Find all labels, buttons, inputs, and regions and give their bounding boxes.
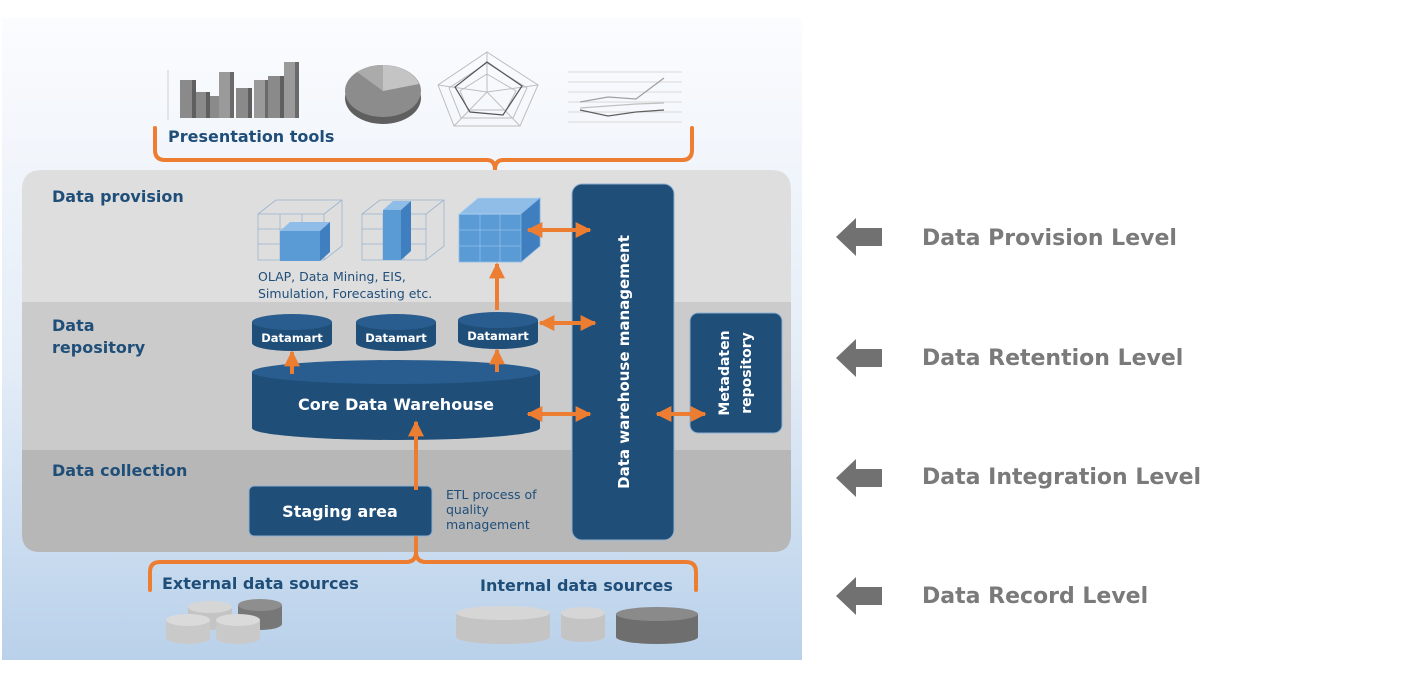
radar-chart-icon bbox=[437, 51, 539, 127]
bar-chart-icon bbox=[167, 62, 299, 120]
left-arrow-icon bbox=[836, 339, 882, 377]
internal-sources-label: Internal data sources bbox=[480, 576, 673, 595]
internal-source-cylinders bbox=[456, 606, 698, 644]
left-arrow-icon bbox=[836, 218, 882, 256]
presentation-brace bbox=[153, 126, 694, 180]
datamart-label-1: Datamart bbox=[261, 331, 323, 345]
metadata-label-line2: repository bbox=[739, 332, 755, 414]
dwh-management-box: Data warehouse management bbox=[571, 183, 675, 541]
layer-title-repository-line2: repository bbox=[52, 338, 146, 357]
datamart-label-3: Datamart bbox=[467, 329, 529, 343]
presentation-tools-label: Presentation tools bbox=[168, 127, 334, 146]
staging-area: Staging area bbox=[248, 485, 433, 537]
external-sources-label: External data sources bbox=[162, 574, 359, 593]
level-label-integration: Data Integration Level bbox=[922, 465, 1201, 490]
level-provision: Data Provision Level bbox=[836, 218, 1177, 256]
presentation-tools: Presentation tools bbox=[153, 51, 694, 180]
metadata-label-line1: Metadaten bbox=[717, 330, 733, 415]
olap-caption-line1: OLAP, Data Mining, EIS, bbox=[258, 269, 406, 284]
datamart-2: Datamart bbox=[356, 314, 436, 351]
datamart-label-2: Datamart bbox=[365, 331, 427, 345]
layer-title-repository-line1: Data bbox=[52, 316, 95, 335]
etl-line2: quality bbox=[446, 502, 489, 517]
datamart-3: Datamart bbox=[458, 312, 538, 349]
olap-cube-2 bbox=[361, 199, 445, 261]
level-integration: Data Integration Level bbox=[836, 459, 1201, 497]
level-label-record: Data Record Level bbox=[922, 584, 1148, 609]
level-record: Data Record Level bbox=[836, 577, 1148, 615]
metadata-repository-box: Metadaten repository bbox=[689, 312, 783, 434]
layer-title-collection: Data collection bbox=[52, 461, 187, 480]
etl-line3: management bbox=[446, 517, 530, 532]
pie-chart-icon bbox=[345, 64, 421, 124]
core-dwh-label: Core Data Warehouse bbox=[298, 395, 494, 414]
core-data-warehouse: Core Data Warehouse bbox=[252, 360, 540, 440]
level-retention: Data Retention Level bbox=[836, 339, 1183, 377]
left-arrow-icon bbox=[836, 459, 882, 497]
line-chart-icon bbox=[568, 71, 682, 123]
sources-brace bbox=[148, 536, 698, 592]
staging-label: Staging area bbox=[282, 502, 398, 521]
layer-title-provision: Data provision bbox=[52, 187, 184, 206]
olap-caption-line2: Simulation, Forecasting etc. bbox=[258, 286, 432, 301]
datamart-1: Datamart bbox=[252, 314, 332, 351]
dwh-management-label: Data warehouse management bbox=[615, 235, 633, 489]
level-label-provision: Data Provision Level bbox=[922, 226, 1177, 251]
etl-line1: ETL process of bbox=[446, 487, 537, 502]
olap-cube-1 bbox=[257, 199, 343, 261]
left-arrow-icon bbox=[836, 577, 882, 615]
external-source-cylinders bbox=[166, 599, 282, 644]
olap-cube-3 bbox=[457, 197, 542, 263]
level-label-retention: Data Retention Level bbox=[922, 346, 1183, 371]
